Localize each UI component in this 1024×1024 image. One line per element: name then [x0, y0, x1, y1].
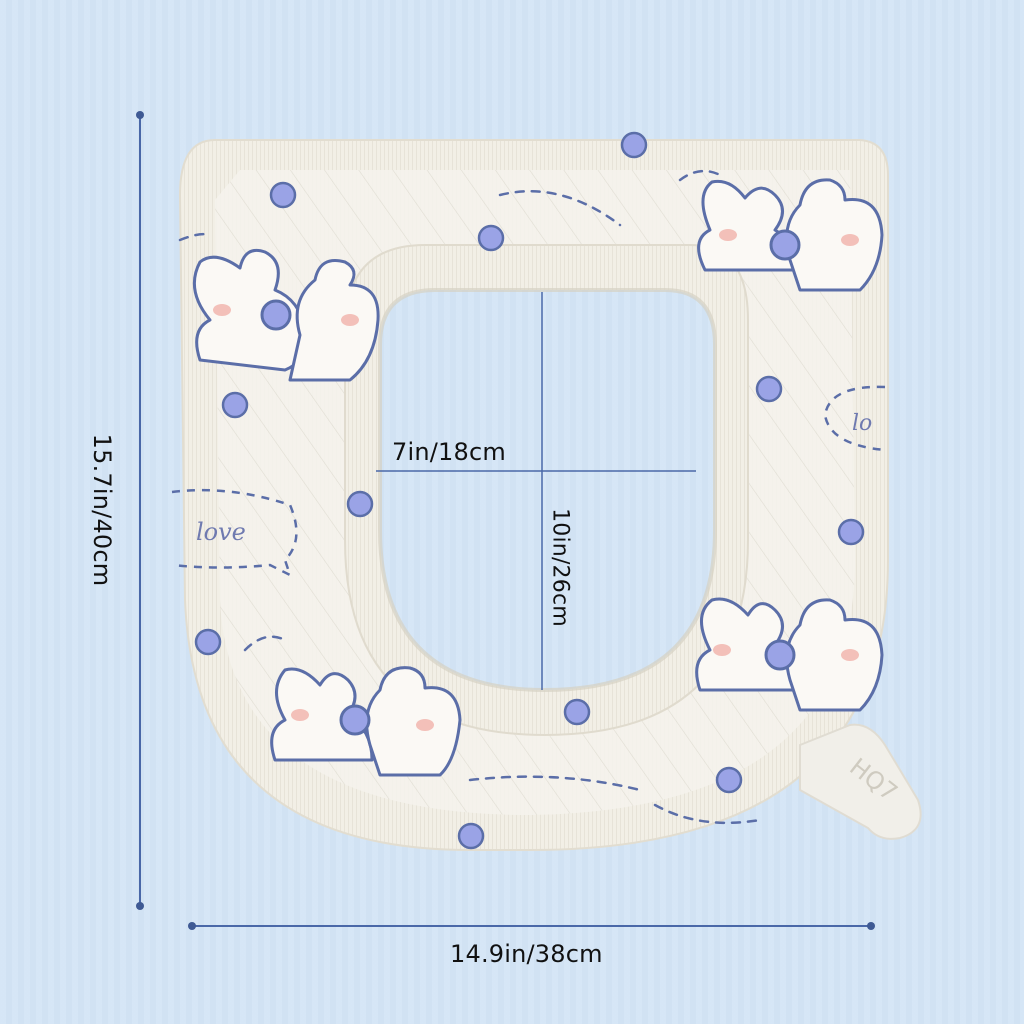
love-bubble-right: lo [823, 385, 886, 452]
berries [194, 131, 865, 850]
dimension-lines [136, 111, 875, 930]
total-width-label: 14.9in/38cm [450, 940, 603, 968]
inner-width-label: 7in/18cm [392, 438, 506, 466]
inner-height-label: 10in/26cm [547, 508, 573, 627]
svg-text:love: love [196, 518, 246, 546]
bunny-group [192, 178, 884, 777]
love-bubble-left: love [171, 488, 298, 578]
svg-text:lo: lo [852, 411, 872, 436]
cover-tab: HQ7 [799, 723, 922, 840]
total-height-label: 15.7in/40cm [88, 433, 116, 587]
